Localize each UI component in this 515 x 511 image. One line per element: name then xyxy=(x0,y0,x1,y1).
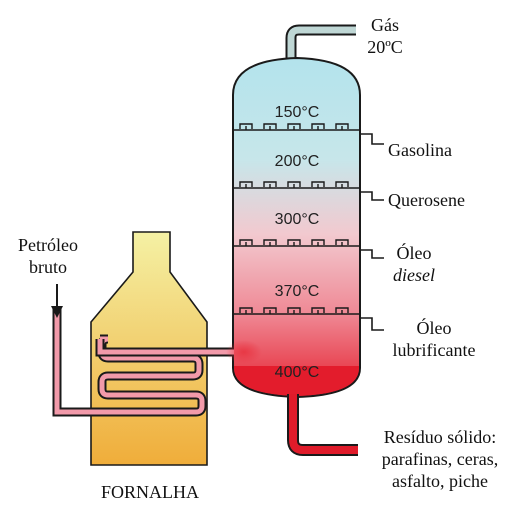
diesel-label-line2: diesel xyxy=(393,265,435,285)
bubble-cap-2-3 xyxy=(287,181,301,188)
bubble-cap-4-3 xyxy=(287,307,301,314)
lubricant-outlet xyxy=(359,317,384,331)
side-outlets xyxy=(359,133,384,331)
crude-oil-label-line1: Petróleo xyxy=(18,235,78,255)
bubble-cap-4-4 xyxy=(311,307,325,314)
gas-label-line1: Gás xyxy=(371,15,399,35)
bubble-cap-2-2 xyxy=(263,181,277,188)
lubricant-label-line2: lubrificante xyxy=(393,340,476,360)
gas-outlet-pipe xyxy=(285,24,356,60)
residue-outlet-pipe xyxy=(287,394,358,456)
lubricant-label-line1: Óleo xyxy=(417,317,452,338)
residue-label-line3: asfalto, piche xyxy=(392,471,488,491)
tray-temp-1: 150°C xyxy=(275,104,320,121)
bubble-cap-3-1 xyxy=(239,239,253,246)
bubble-cap-1-2 xyxy=(263,123,277,130)
bubble-cap-1-3 xyxy=(287,123,301,130)
gasoline-label: Gasolina xyxy=(388,140,452,160)
gasoline-outlet xyxy=(359,133,384,145)
kerosene-label: Querosene xyxy=(388,190,465,210)
column-bottom-zone xyxy=(234,366,359,396)
bubble-cap-2-1 xyxy=(239,181,253,188)
tray-temp-5: 400°C xyxy=(275,364,320,381)
furnace-label: FORNALHA xyxy=(101,482,199,502)
bubble-cap-1-1 xyxy=(239,123,253,130)
bubble-cap-4-2 xyxy=(263,307,277,314)
bubble-cap-3-4 xyxy=(311,239,325,246)
kerosene-outlet xyxy=(359,191,384,201)
bubble-cap-4-1 xyxy=(239,307,253,314)
feed-arrow-head xyxy=(51,306,63,318)
bubble-cap-2-5 xyxy=(335,181,349,188)
bubble-cap-3-3 xyxy=(287,239,301,246)
bubble-cap-3-2 xyxy=(263,239,277,246)
bubble-caps xyxy=(239,123,349,314)
tray-temp-3: 300°C xyxy=(275,211,320,228)
gas-label-line2: 20ºC xyxy=(367,37,403,57)
diesel-outlet xyxy=(359,249,384,259)
tray-temp-4: 370°C xyxy=(275,283,320,300)
residue-label-line1: Resíduo sólido: xyxy=(384,427,497,447)
distillation-column xyxy=(232,56,361,399)
flame-glow xyxy=(226,340,262,364)
tray-temp-2: 200°C xyxy=(275,153,320,170)
trays xyxy=(234,129,359,315)
bubble-cap-1-5 xyxy=(335,123,349,130)
bubble-cap-4-5 xyxy=(335,307,349,314)
diesel-label-line1: Óleo xyxy=(397,242,432,263)
bubble-cap-1-4 xyxy=(311,123,325,130)
residue-label-line2: parafinas, ceras, xyxy=(382,449,498,469)
crude-oil-label-line2: bruto xyxy=(29,257,67,277)
bubble-cap-2-4 xyxy=(311,181,325,188)
bubble-cap-3-5 xyxy=(335,239,349,246)
